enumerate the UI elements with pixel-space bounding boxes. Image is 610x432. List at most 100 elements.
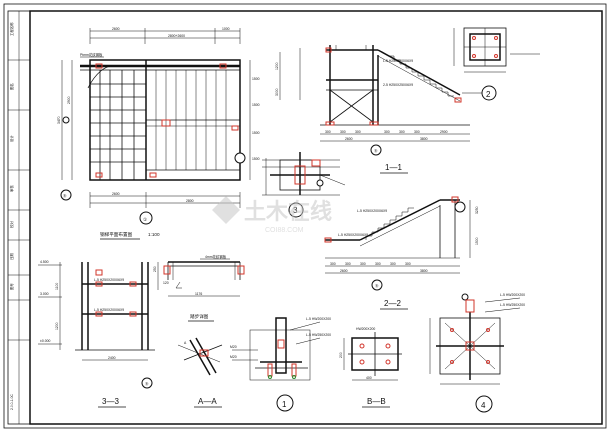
s33-level-top: 4.500 [40, 260, 49, 264]
svg-text:A: A [184, 341, 187, 345]
watermark-text: 土木在线 [244, 199, 332, 224]
s22-right-dim-2: 1500 [475, 237, 479, 245]
plan-view: 2600 2800+2600 1000 [57, 27, 260, 240]
plan-scale: 1:100 [148, 232, 160, 237]
bb-dim-1: 400 [366, 376, 372, 380]
svg-text:L-5 HW250X200: L-5 HW250X200 [500, 303, 525, 307]
sheet-border [3, 3, 607, 429]
s11-dim-2: 300 [340, 130, 346, 134]
s11-total-2: 3800 [420, 137, 428, 141]
watermark-sub: COI88.COM [265, 227, 304, 234]
s33-dim-2: 1200 [55, 322, 59, 330]
s33-axis: Ⓑ [145, 381, 149, 386]
plan-right-dim-2: 1500 [252, 103, 260, 107]
plan-axis-bubble-left [60, 189, 72, 201]
step-note: 4mm花纹钢板 [205, 254, 227, 259]
bb-label: B—B [367, 397, 386, 406]
plan-top-dim-3: 1000 [222, 27, 230, 31]
s11-note-1: L-5 H250X200X6X9 [383, 59, 413, 63]
title-block: 工程名称 图名 设计 审核 校对 日期 图号 2.0.0-1.0C [7, 10, 31, 425]
step-dim-1: 250 [153, 266, 157, 272]
plan-right-dim-4: 1500 [252, 157, 260, 161]
step-label: 踏步详图 [190, 313, 209, 320]
plan-bottom-dim-1: 2600 [112, 192, 120, 196]
s11-dim-7: 2900 [440, 130, 448, 134]
watermark: 土木在线 COI88.COM [212, 196, 332, 234]
section-B-B: 400 200 B—B HW200X200 [339, 327, 402, 408]
detail-1-bubble [276, 394, 294, 412]
s22-dim-1: 300 [330, 262, 336, 266]
plan-right-dim-3: 1500 [252, 131, 260, 135]
tb-field-6: 日期 [9, 253, 14, 260]
s11-left-dim-2: 3000 [275, 88, 279, 96]
s11-label: 1—1 [385, 163, 402, 172]
svg-text:L-5 HW250X200: L-5 HW250X200 [306, 333, 331, 337]
svg-text:M20: M20 [230, 355, 237, 359]
plan-bottom-dim-2: 2800 [186, 199, 194, 203]
s22-note-2: L-5 H250X200X6X9 [357, 209, 387, 213]
s11-left-dim-1: 1200 [275, 62, 279, 70]
detail-1-marker: 1 [282, 400, 287, 409]
svg-text:Ⓑ: Ⓑ [374, 148, 378, 153]
s11-dim-4: 300 [384, 130, 390, 134]
s33-note-1: L-5 H250X200X6X9 [94, 278, 124, 282]
plan-axis-bubble-bottom [139, 211, 153, 225]
plan-top-dim-1: 2600 [112, 27, 120, 31]
s22-label: 2—2 [384, 299, 401, 308]
tb-field-4: 审核 [9, 185, 14, 192]
svg-text:L-5 HW200X200: L-5 HW200X200 [500, 293, 525, 297]
detail-top-right [453, 27, 540, 73]
section-1-1: 1200 3000 L-5 H250X200X6X9 2-5 H250X250X… [275, 45, 497, 174]
tb-field-7: 图号 [9, 283, 14, 290]
tb-field-1: 工程名称 [9, 22, 14, 36]
s11-marker: 2 [486, 90, 491, 99]
tb-field-5: 校对 [9, 221, 14, 228]
s11-note-2: 2-5 H250X250X6X9 [383, 83, 413, 87]
s22-dim-5: 300 [390, 262, 396, 266]
plan-left-dim-1: 3470 [57, 116, 61, 124]
s33-note-2: L-5 H250X200X6X9 [94, 308, 124, 312]
s11-dim-3: 300 [355, 130, 361, 134]
detail-3: 3 [262, 152, 346, 218]
step-bottom-dim: 1176 [195, 292, 202, 296]
s22-total-2: 3800 [420, 269, 428, 273]
plan-left-dim-2: 2900 [67, 96, 71, 104]
detail-3-marker: 3 [293, 206, 298, 215]
aa-label: A—A [198, 397, 217, 406]
tb-field-2: 图名 [9, 83, 14, 90]
section-3-3: 4.500 3.000 ±0.000 1100 1200 L-5 H250X20… [38, 260, 155, 408]
bb-dim-2: 200 [339, 352, 343, 358]
section-A-A: A A—A [177, 337, 223, 408]
plan-title: 钢梯平面布置图 [100, 231, 133, 238]
tb-field-3: 设计 [9, 135, 14, 142]
s33-label: 3—3 [102, 397, 119, 406]
plan-note: Ptmm花纹钢板 [80, 52, 103, 57]
plan-right-dim-1: 1500 [252, 77, 260, 81]
s11-dim-6: 300 [414, 130, 420, 134]
tb-bottom-code: 2.0.0-1.0C [10, 394, 14, 410]
s11-dim-1: 300 [325, 130, 331, 134]
s11-dim-5: 300 [399, 130, 405, 134]
stair-step-detail: 4mm花纹钢板 250 120 1176 踏步详图 [153, 254, 245, 322]
s22-dim-2: 300 [345, 262, 351, 266]
s33-dim-1: 1100 [55, 283, 59, 290]
s22-dim-3: 300 [360, 262, 366, 266]
plan-axis-bottom: ① [143, 217, 147, 222]
svg-text:HW200X200: HW200X200 [356, 327, 375, 331]
s11-total-1: 2600 [345, 137, 353, 141]
step-dim-2: 120 [163, 281, 169, 285]
s22-note-1: L-5 H250X200X6X9 [338, 233, 368, 237]
plan-top-dim-2: 2800+2600 [168, 34, 185, 38]
svg-text:L-5 HW200X200: L-5 HW200X200 [306, 317, 331, 321]
s22-dim-4: 300 [375, 262, 381, 266]
s22-dim-6: 300 [405, 262, 411, 266]
s33-level-bot: ±0.000 [40, 339, 50, 343]
detail-1: M20 M20 L-5 HW200X200 L-5 HW250X200 1 [230, 317, 331, 412]
s33-bottom-dim: 2400 [108, 356, 116, 360]
detail-3-bubble [288, 202, 304, 218]
s22-right-dim-1: 3250 [475, 206, 479, 214]
detail-4-bubble [475, 395, 493, 413]
plan-axis-left: Ⓑ [63, 193, 67, 198]
s33-level-mid: 3.000 [40, 292, 49, 296]
